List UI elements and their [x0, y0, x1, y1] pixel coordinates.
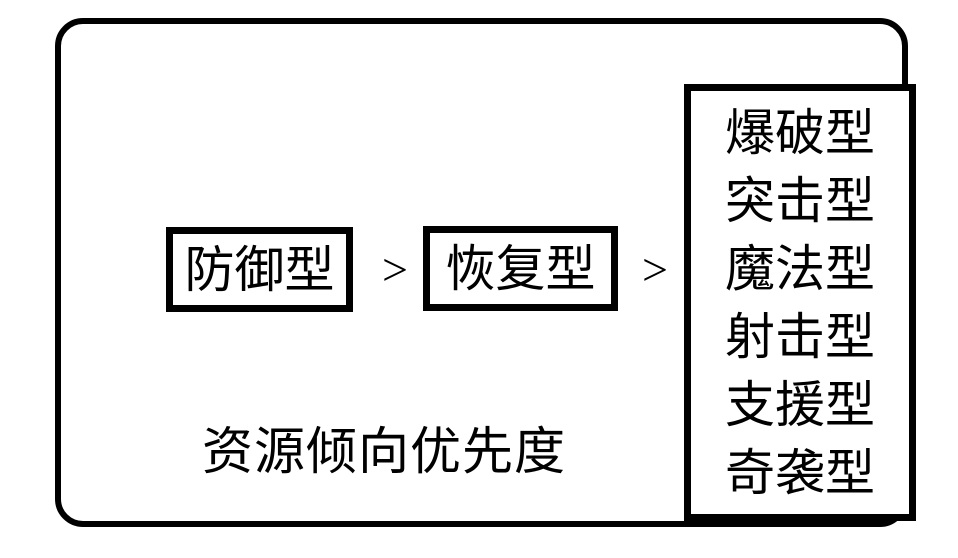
diagram-caption: 资源倾向优先度: [202, 425, 567, 481]
greater-than-icon: >: [642, 243, 668, 295]
list-item-ambush: 奇袭型: [725, 445, 875, 501]
list-item-shooting: 射击型: [725, 309, 875, 365]
node-defense-label: 防御型: [184, 241, 335, 298]
list-item-assault: 突击型: [725, 173, 875, 229]
node-recovery-label: 恢复型: [445, 240, 596, 297]
node-recovery-type: 恢复型: [423, 226, 618, 311]
list-item-blast: 爆破型: [725, 105, 875, 161]
type-list-box: 爆破型 突击型 魔法型 射击型 支援型 奇袭型: [684, 84, 916, 521]
list-item-magic: 魔法型: [725, 241, 875, 297]
node-defense-type: 防御型: [166, 227, 353, 312]
greater-than-icon: >: [382, 243, 408, 295]
outer-frame: 防御型 > 恢复型 > 爆破型 突击型 魔法型 射击型 支援型 奇袭型 资源倾向…: [55, 18, 916, 527]
list-item-support: 支援型: [725, 377, 875, 433]
